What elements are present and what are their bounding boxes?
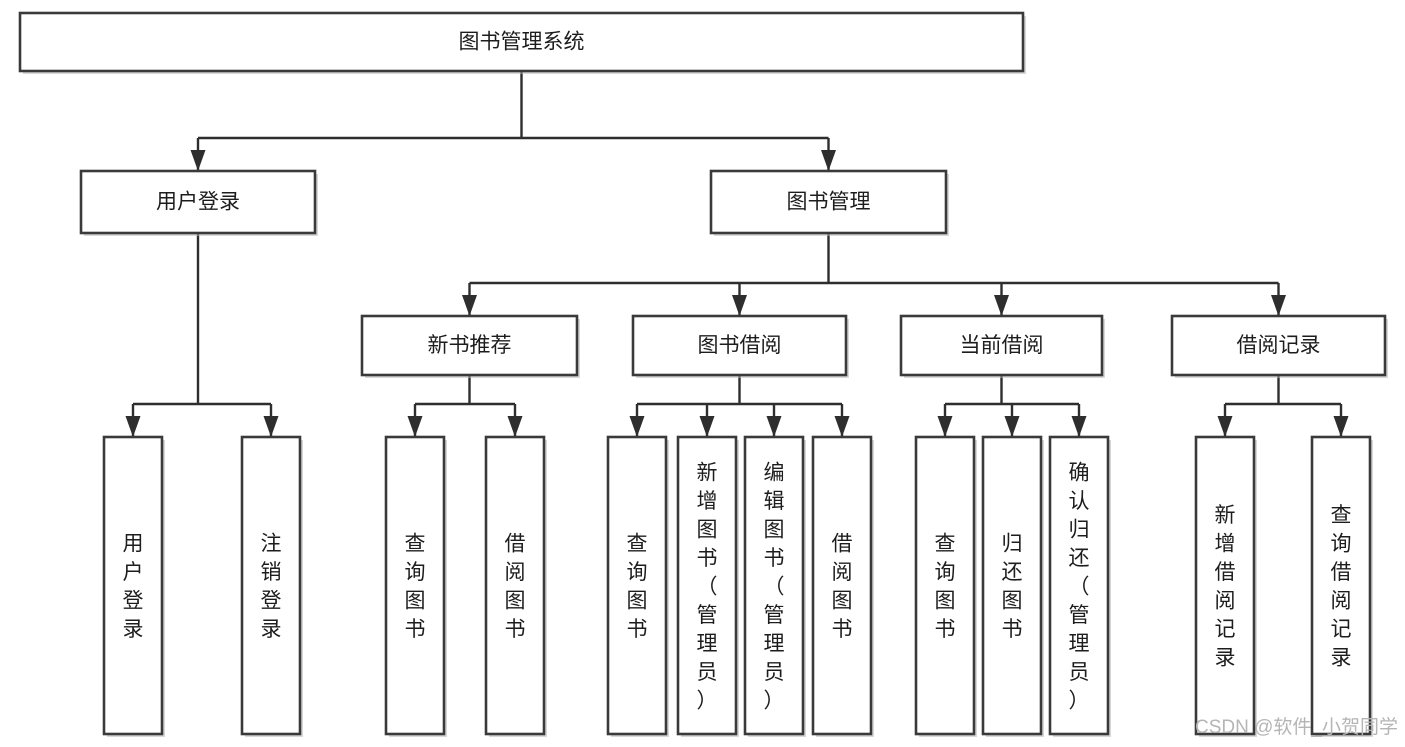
node-rect[interactable] — [484, 435, 546, 736]
node-label: 编辑图书（管理员） — [764, 461, 785, 712]
node-rect[interactable] — [631, 314, 848, 377]
arrow-head-icon — [407, 416, 423, 437]
node-rect[interactable] — [743, 435, 805, 736]
arrow-head-icon — [1271, 295, 1286, 316]
node-rect[interactable] — [18, 11, 1025, 73]
connector-layer — [125, 71, 1349, 437]
arrow-head-icon — [1217, 416, 1233, 437]
node-rect[interactable] — [102, 435, 164, 736]
node-leaf-query-record[interactable]: 查询借阅记录 — [1310, 435, 1373, 737]
node-leaf-add-record[interactable]: 新增借阅记录 — [1194, 435, 1257, 737]
node-rect[interactable] — [1170, 314, 1387, 377]
arrow-head-icon — [263, 416, 279, 437]
arrow-head-icon — [937, 416, 953, 437]
node-label: 确认归还（管理员） — [1069, 461, 1090, 712]
node-rect[interactable] — [676, 435, 738, 736]
arrow-head-icon — [834, 416, 850, 437]
arrow-head-icon — [1071, 416, 1087, 437]
node-rect[interactable] — [1048, 435, 1110, 736]
node-label: 借阅记录 — [1237, 334, 1321, 357]
node-rect[interactable] — [1194, 435, 1256, 736]
node-leaf-edit-book[interactable]: 编辑图书（管理员） — [743, 435, 806, 737]
node-label: 新增借阅记录 — [1215, 504, 1236, 670]
node-rect[interactable] — [811, 435, 873, 736]
node-leaf-query-book-cur[interactable]: 查询图书 — [914, 435, 977, 737]
arrow-head-icon — [1004, 416, 1020, 437]
node-label: 查询图书 — [935, 533, 956, 642]
node-rect[interactable] — [914, 435, 976, 736]
node-rect[interactable] — [899, 314, 1104, 377]
node-rect[interactable] — [240, 435, 302, 736]
arrow-head-icon — [462, 295, 477, 316]
node-label: 归还图书 — [1002, 533, 1023, 642]
node-leaf-logout[interactable]: 注销登录 — [240, 435, 303, 737]
node-leaf-return-book[interactable]: 归还图书 — [981, 435, 1044, 737]
arrow-head-icon — [821, 150, 836, 171]
node-leaf-borrow-book-rec[interactable]: 借阅图书 — [484, 435, 547, 737]
node-layer: 图书管理系统用户登录图书管理新书推荐图书借阅当前借阅借阅记录用户登录注销登录查询… — [18, 11, 1388, 737]
node-rect[interactable] — [1310, 435, 1372, 736]
node-label: 查询图书 — [627, 533, 648, 642]
node-label: 借阅图书 — [832, 533, 853, 642]
node-label: 查询借阅记录 — [1331, 504, 1352, 670]
arrow-head-icon — [507, 416, 523, 437]
node-leaf-query-book-rec[interactable]: 查询图书 — [384, 435, 447, 737]
arrow-head-icon — [125, 416, 141, 437]
node-rect[interactable] — [981, 435, 1043, 736]
node-label: 当前借阅 — [960, 334, 1044, 357]
arrow-head-icon — [732, 295, 747, 316]
arrow-head-icon — [699, 416, 715, 437]
node-rect[interactable] — [384, 435, 446, 736]
node-label: 注销登录 — [261, 533, 282, 642]
node-label: 借阅图书 — [505, 533, 526, 642]
node-leaf-confirm-return[interactable]: 确认归还（管理员） — [1048, 435, 1111, 737]
node-label: 查询图书 — [405, 533, 426, 642]
node-rect[interactable] — [606, 435, 668, 736]
node-label: 图书管理 — [787, 191, 871, 214]
arrow-head-icon — [1333, 416, 1349, 437]
node-leaf-borrow-book[interactable]: 借阅图书 — [811, 435, 874, 737]
node-rect[interactable] — [79, 169, 317, 235]
node-current-borrow[interactable]: 当前借阅 — [899, 314, 1105, 378]
arrow-head-icon — [994, 295, 1009, 316]
node-leaf-query-book-borrow[interactable]: 查询图书 — [606, 435, 669, 737]
node-rect[interactable] — [709, 169, 948, 235]
arrow-head-icon — [766, 416, 782, 437]
node-leaf-user-login[interactable]: 用户登录 — [102, 435, 165, 737]
node-label: 图书管理系统 — [459, 31, 585, 54]
node-user-login[interactable]: 用户登录 — [79, 169, 318, 236]
node-label: 图书借阅 — [698, 334, 782, 357]
node-label: 新增图书（管理员） — [697, 461, 718, 712]
node-label: 用户登录 — [156, 191, 240, 214]
node-label: 用户登录 — [123, 533, 144, 642]
node-borrow-record[interactable]: 借阅记录 — [1170, 314, 1388, 378]
arrow-head-icon — [190, 150, 206, 171]
node-book-borrow[interactable]: 图书借阅 — [631, 314, 849, 378]
node-root-图书管理系统[interactable]: 图书管理系统 — [18, 11, 1026, 74]
node-new-book-recommend[interactable]: 新书推荐 — [360, 314, 580, 378]
csdn-watermark: CSDN @软件_小贺同学 — [1195, 716, 1398, 738]
arrow-head-icon — [629, 416, 645, 437]
node-label: 新书推荐 — [428, 334, 512, 357]
node-rect[interactable] — [360, 314, 579, 377]
node-book-manage[interactable]: 图书管理 — [709, 169, 949, 236]
node-leaf-add-book[interactable]: 新增图书（管理员） — [676, 435, 739, 737]
